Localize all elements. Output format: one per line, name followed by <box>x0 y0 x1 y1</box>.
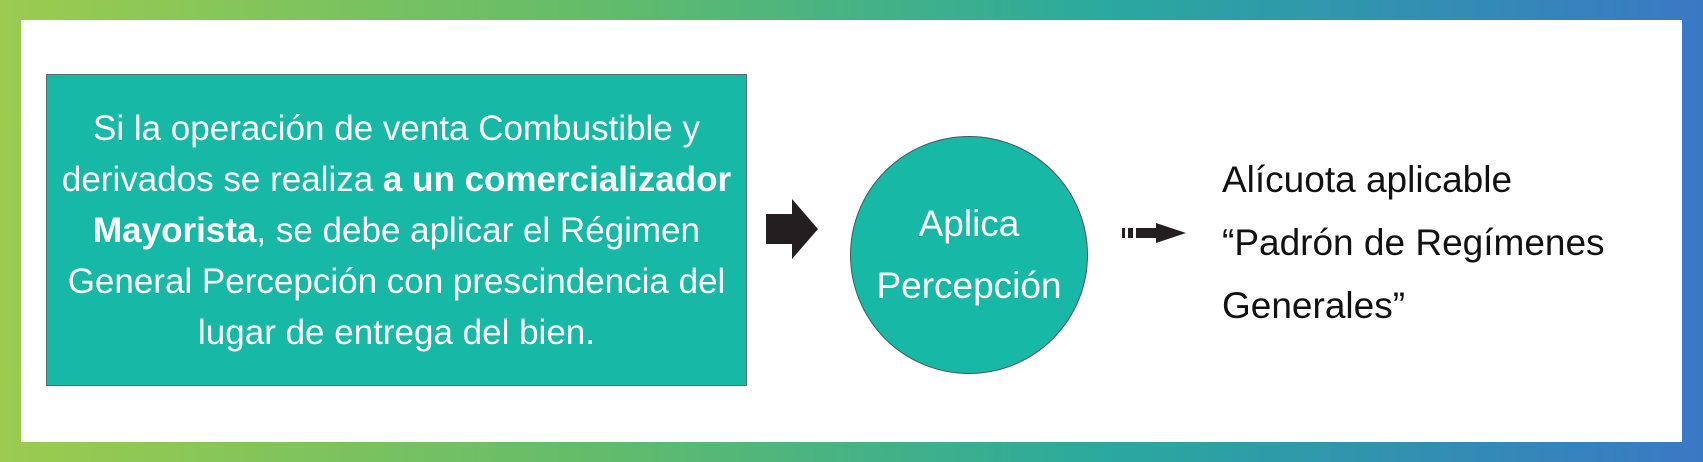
dashed-arrow-icon <box>1122 223 1186 243</box>
aplica-percepcion-circle: Aplica Percepción <box>850 136 1088 374</box>
circle-line-1: Aplica <box>918 203 1020 244</box>
result-line-2: “Padrón de Regímenes <box>1222 222 1605 263</box>
condition-text-part: Si la operación de venta Combustible y d… <box>61 108 700 199</box>
circle-line-2: Percepción <box>876 265 1062 306</box>
result-text: Alícuota aplicable “Padrón de Regímenes … <box>1222 148 1605 337</box>
right-arrow-icon <box>766 199 818 259</box>
condition-text-part: , se debe aplicar el Régimen General Per… <box>67 210 726 352</box>
condition-text: Si la operación de venta Combustible y d… <box>61 103 732 358</box>
result-line-1: Alícuota aplicable <box>1222 159 1513 200</box>
condition-bold-text: a un comercializador Mayorista <box>93 159 732 250</box>
condition-box: Si la operación de venta Combustible y d… <box>46 74 747 386</box>
result-line-3: Generales” <box>1222 285 1406 326</box>
